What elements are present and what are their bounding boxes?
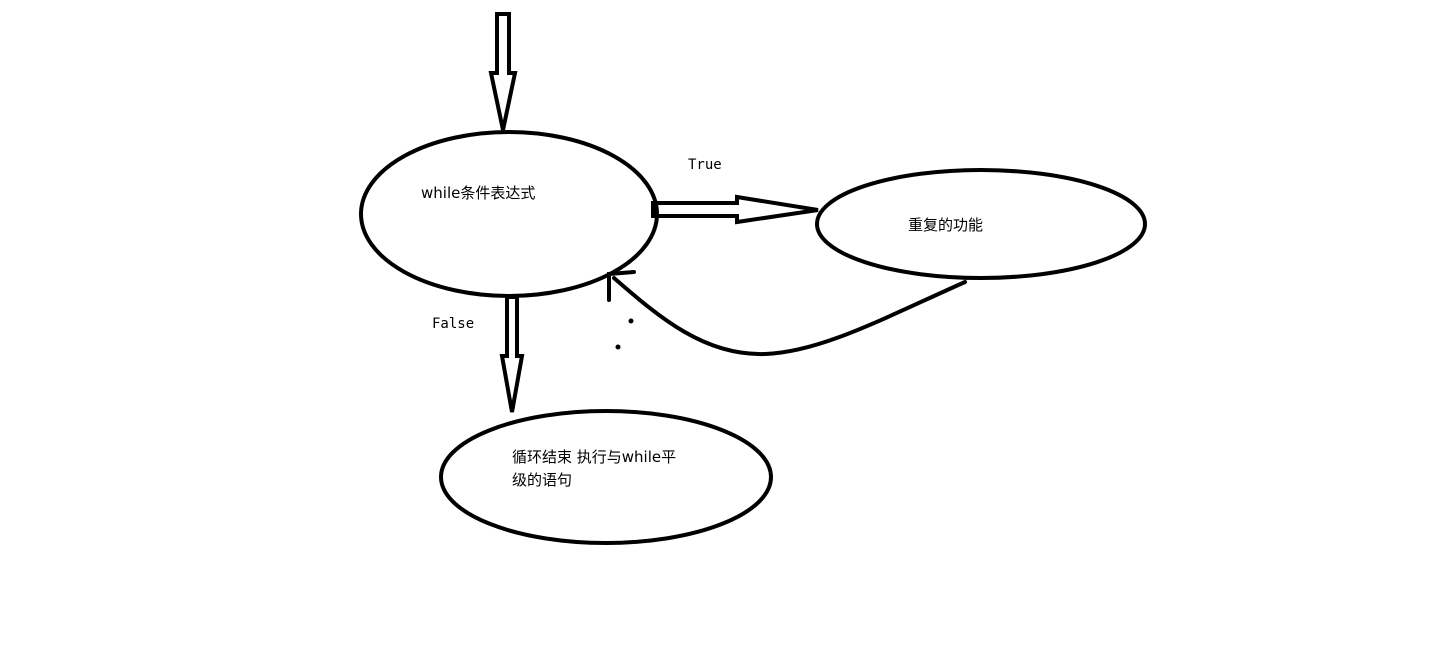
condition-label: while条件表达式 [421, 184, 535, 202]
true-arrow [651, 194, 819, 225]
end-label-line-2: 级的语句 [512, 471, 572, 489]
end-node: 循环结束 执行与while平 级的语句 [439, 409, 773, 545]
stray-dots [615, 318, 634, 350]
body-label: 重复的功能 [908, 216, 983, 234]
false-arrow [499, 295, 525, 413]
false-label: False [432, 316, 474, 332]
true-label: True [688, 157, 722, 173]
entry-arrow [488, 12, 518, 131]
condition-node: while条件表达式 [359, 130, 659, 298]
end-label-line-1: 循环结束 执行与while平 [512, 448, 676, 466]
body-node: 重复的功能 [815, 168, 1147, 280]
loop-back-arrow [607, 270, 967, 357]
